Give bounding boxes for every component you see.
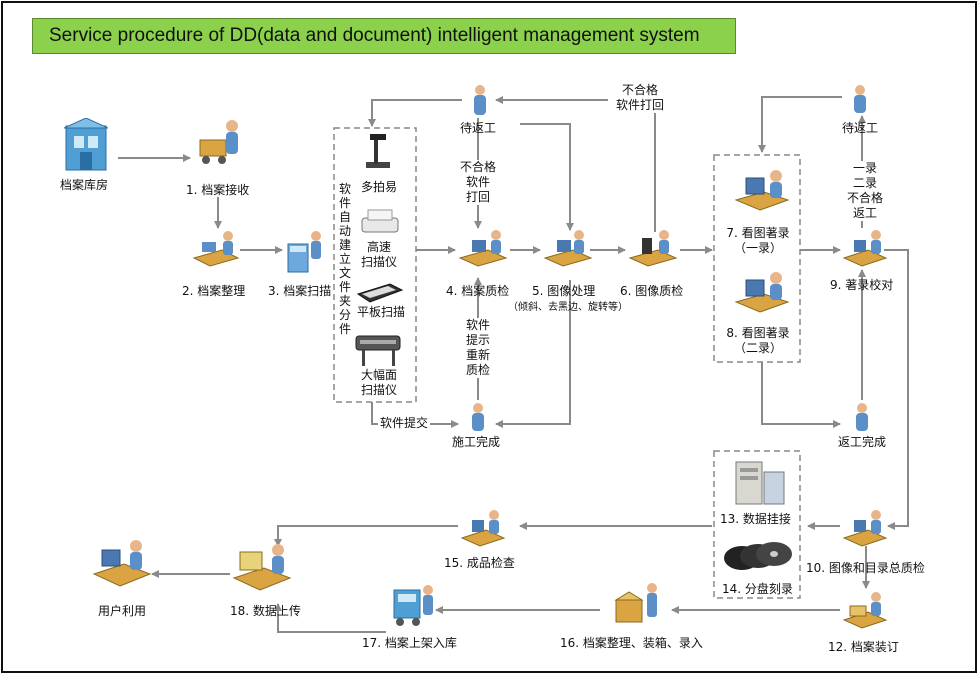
entry-worker-2-icon	[734, 270, 790, 318]
node-n13: 13. 数据挂接	[720, 512, 791, 526]
node-n8: 8. 看图著录 （二录）	[726, 326, 790, 355]
node-n5: 5. 图像处理	[532, 284, 596, 298]
scanner-group-vertical-label: 软件自动建立文件夹分件	[338, 182, 351, 336]
construction-done-person-icon	[468, 402, 488, 436]
end-user-icon	[92, 538, 152, 592]
node-n4: 4. 档案质检	[446, 284, 510, 298]
entry-group-box	[713, 154, 801, 363]
node-n14: 14. 分盘刻录	[722, 582, 793, 596]
edge-label-fail-top: 不合格 软件打回	[608, 83, 672, 113]
device-label-3: 大幅面 扫描仪	[360, 368, 397, 397]
node-wait-rework-left: 待返工	[460, 121, 497, 135]
arrow-n6-fail-top	[495, 96, 656, 232]
arrow-wait-right-to-n7	[758, 96, 842, 153]
wait-rework-right-person-icon	[850, 84, 870, 118]
edge-label-software-submit: 软件提交	[378, 416, 431, 430]
node-archive-room: 档案库房	[60, 178, 109, 192]
image-checker-icon	[628, 228, 678, 272]
wait-rework-left-person-icon	[470, 84, 490, 120]
node-n17: 17. 档案上架入库	[362, 636, 457, 650]
overhead-scanner-icon	[362, 132, 392, 176]
device-label-1: 高速 扫描仪	[360, 240, 397, 269]
entry-worker-1-icon	[734, 168, 790, 216]
node-n18: 18. 数据上传	[230, 604, 301, 618]
node-n1: 1. 档案接收	[186, 183, 250, 197]
node-construction-done: 施工完成	[452, 435, 501, 449]
server-icon	[730, 458, 790, 512]
node-user-use: 用户利用	[98, 604, 147, 618]
discs-icon	[722, 536, 798, 580]
desk-worker-icon	[192, 230, 240, 272]
arrow-n5-to-done	[495, 280, 571, 428]
inspector-n4-icon	[458, 228, 508, 272]
edge-label-fail-mid: 不合格 软件 打回	[456, 160, 500, 205]
node-n6: 6. 图像质检	[620, 284, 684, 298]
arrow-n17-to-n18	[274, 603, 386, 633]
rework-done-person-icon	[852, 402, 872, 436]
wideformat-scanner-icon	[354, 332, 404, 372]
binding-worker-icon	[842, 590, 888, 634]
shelving-cart-icon	[388, 582, 436, 632]
arrow-n8-to-done	[761, 362, 841, 428]
node-n10: 10. 图像和目录总质检	[806, 561, 925, 575]
node-n12: 12. 档案装订	[828, 640, 899, 654]
node-n7: 7. 看图著录 （一录）	[726, 226, 790, 255]
image-processor-icon	[543, 228, 593, 272]
cart-person-icon	[196, 118, 242, 172]
arrow-n15-to-n18	[274, 525, 458, 547]
device-label-2: 平板扫描	[356, 305, 405, 319]
arrow-wait-left-to-scan	[368, 99, 462, 127]
flatbed-scanner-icon	[356, 280, 404, 308]
qc-worker-icon	[842, 508, 888, 552]
node-n5-note: （倾斜、去黑边、旋转等）	[508, 302, 628, 313]
upload-worker-icon	[232, 542, 292, 596]
arrow-n9-to-n10	[884, 249, 909, 530]
scanner-group-box	[333, 127, 417, 403]
edge-label-right-fail: 一录 二录 不合格 返工	[836, 161, 894, 221]
node-n16: 16. 档案整理、装箱、录入	[560, 636, 703, 650]
node-rework-done: 返工完成	[838, 435, 887, 449]
product-check-icon	[460, 508, 506, 552]
device-label-0: 多拍易	[360, 180, 397, 194]
data-group-box	[713, 450, 801, 599]
arrow-wait-left-to-n5	[520, 123, 574, 231]
edge-label-software-prompt: 软件 提示 重新 质检	[460, 318, 496, 378]
scanner-worker-icon	[286, 228, 326, 278]
node-n9: 9. 著录校对	[830, 278, 894, 292]
archive-room-icon	[63, 117, 109, 176]
boxing-worker-icon	[612, 580, 662, 632]
node-n3: 3. 档案扫描	[268, 284, 332, 298]
node-wait-rework-right: 待返工	[842, 121, 879, 135]
node-n15: 15. 成品检查	[444, 556, 515, 570]
diagram-title: Service procedure of DD(data and documen…	[32, 18, 736, 54]
node-n2: 2. 档案整理	[182, 284, 246, 298]
proofreader-icon	[842, 228, 888, 272]
highspeed-scanner-icon	[360, 206, 400, 240]
